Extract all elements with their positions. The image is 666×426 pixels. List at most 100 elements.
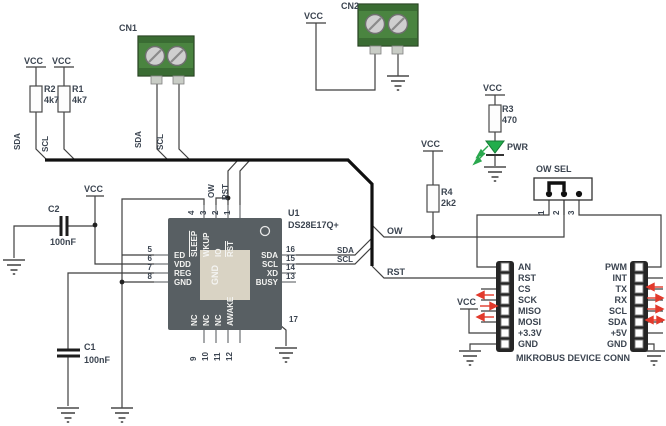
- mikrobus-pin-label: SCL: [609, 306, 627, 316]
- u1-pin-name: NC: [190, 314, 199, 326]
- mikrobus-caption: MIKROBUS DEVICE CONN: [515, 353, 630, 363]
- c2-value: 100nF: [50, 237, 77, 247]
- capacitor-c1: [57, 348, 80, 358]
- mikrobus-pin-label: +5V: [610, 328, 627, 338]
- u1-pin-number: 4: [187, 210, 196, 215]
- junction-dots: [92, 195, 436, 285]
- u1-pin-number: 11: [213, 352, 222, 361]
- c2-ref: C2: [48, 204, 60, 214]
- u1-pin-name: IO: [214, 248, 223, 257]
- mikrobus-right-header: [630, 261, 648, 352]
- u1-pin-name: XD: [266, 269, 278, 278]
- mikrobus-pin-label: SDA: [607, 317, 627, 327]
- u1-pin-number: 1: [223, 210, 232, 215]
- jumper-pin-number: 3: [567, 210, 576, 215]
- c1-ref: C1: [84, 342, 96, 352]
- wires: [13, 22, 663, 408]
- resistor-r2: [29, 85, 43, 113]
- net-scl-label: SCL: [337, 255, 353, 264]
- u1-pin-name: NC: [202, 314, 211, 326]
- u1-pin-name: BUSY: [255, 278, 278, 287]
- r1-ref: R1: [72, 84, 84, 94]
- r2-ref: R2: [44, 84, 56, 94]
- u1-pin-name: AWAKE: [226, 296, 235, 326]
- c1-value: 100nF: [84, 355, 111, 365]
- u1-pin-number: 10: [201, 352, 210, 361]
- u1-ref: U1: [288, 208, 300, 218]
- net-sda-label: SDA: [337, 246, 354, 255]
- resistor-r3: [488, 104, 502, 133]
- mikrobus-left-header: [496, 261, 514, 352]
- led-pwr: [472, 140, 505, 166]
- u1-pin-name: RST: [226, 241, 235, 257]
- u1-pin-number: 3: [199, 210, 208, 215]
- mikrobus-pin-label: GND: [518, 339, 538, 349]
- u1-pin-name: ED: [174, 251, 186, 260]
- u1-pin-number: 15: [286, 254, 295, 263]
- u1-part-number: DS28E17Q+: [288, 220, 339, 230]
- jumper-label: OW SEL: [536, 164, 572, 174]
- pin1-marker-icon: [259, 225, 271, 237]
- vcc-label: VCC: [421, 139, 441, 149]
- resistor-bodies: [29, 85, 502, 213]
- u1-pin-number: 7: [147, 263, 152, 272]
- jumper-pin-number: 1: [537, 210, 546, 215]
- ground-symbols: [2, 75, 666, 423]
- mikrobus-pin-label: INT: [612, 273, 628, 283]
- u1-pin-number: 6: [147, 254, 152, 263]
- u1-pin-name: SCL: [262, 260, 278, 269]
- r3-ref: R3: [502, 104, 514, 114]
- signal-direction-arrows: [475, 282, 666, 325]
- net-rst-label: RST: [221, 184, 230, 200]
- u1-pin-name: GND: [174, 278, 192, 287]
- u1-pin-name: VDD: [174, 260, 191, 269]
- u1-pin-name: NC: [214, 314, 223, 326]
- resistor-r4: [426, 184, 440, 213]
- mikrobus-pin-label: RST: [518, 273, 536, 283]
- bus-line: [45, 158, 374, 266]
- mikrobus-pin-label: PWM: [605, 262, 627, 272]
- mikrobus-pin-label: AN: [518, 262, 531, 272]
- cn2-ref: CN2: [341, 1, 360, 11]
- u1-pin-number: 9: [189, 356, 198, 361]
- jumper-pin-number: 2: [552, 210, 561, 215]
- u1-pin-number: 13: [286, 272, 295, 281]
- terminal-block-cn2: [357, 3, 419, 55]
- u1-pin-number: 5: [147, 245, 152, 254]
- net-scl-label: SCL: [41, 136, 50, 152]
- vcc-label: VCC: [457, 297, 477, 307]
- u1-pad-pin-number: 17: [289, 315, 298, 324]
- vcc-label: VCC: [483, 83, 503, 93]
- u1-pin-number: 16: [286, 245, 295, 254]
- u1-pin-name: SDA: [261, 251, 278, 260]
- led-emission-arrows: [472, 145, 489, 166]
- net-rst-label: RST: [387, 267, 405, 277]
- capacitor-c2: [59, 216, 69, 236]
- mikrobus-pin-label: RX: [614, 295, 627, 305]
- r4-value: 2k2: [441, 198, 457, 208]
- vcc-label: VCC: [304, 11, 324, 21]
- u1-pin-number: 14: [286, 263, 295, 272]
- r4-ref: R4: [441, 187, 453, 197]
- vcc-label: VCC: [84, 184, 104, 194]
- net-ow-label: OW: [207, 184, 216, 198]
- mikrobus-pin-label: MOSI: [518, 317, 542, 327]
- u1-pin-number: 12: [225, 352, 234, 361]
- jumper-cap: [547, 181, 566, 191]
- led-pwr-label: PWR: [507, 142, 528, 152]
- u1-pad-label: GND: [210, 265, 220, 285]
- mikrobus-pin-label: +3.3V: [518, 328, 542, 338]
- jumper-ow-sel: [533, 177, 593, 201]
- net-ow-label: OW: [387, 226, 403, 236]
- r2-value: 4k7: [44, 95, 60, 105]
- net-scl-label: SCL: [156, 134, 165, 150]
- chip-u1: [154, 205, 296, 343]
- mikrobus-pin-label: CS: [518, 284, 531, 294]
- resistor-r1: [57, 85, 71, 113]
- mikrobus-pin-label: SCK: [518, 295, 538, 305]
- chip-thermal-pad: [200, 250, 250, 300]
- mikrobus-pin-label: MISO: [518, 306, 542, 316]
- u1-pin-name: REG: [174, 269, 192, 278]
